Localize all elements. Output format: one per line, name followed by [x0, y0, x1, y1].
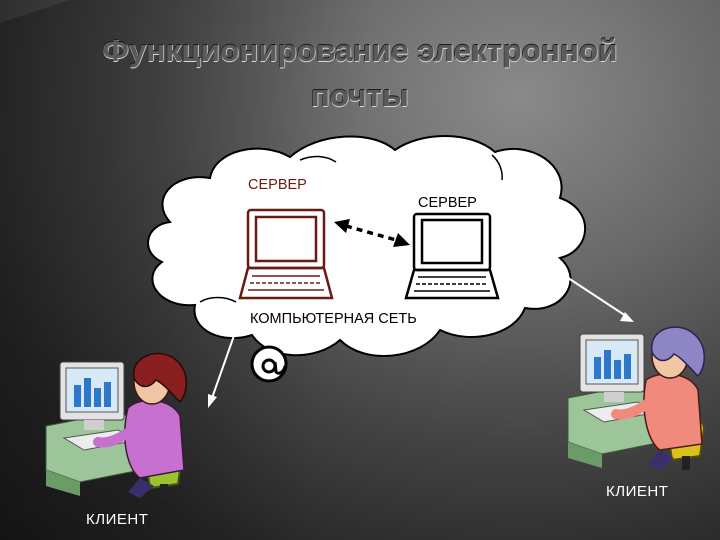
client-right-person-at-computer-icon: [567, 326, 706, 470]
client-left-label: КЛИЕНТ: [86, 511, 149, 528]
client-right-label: КЛИЕНТ: [606, 483, 669, 500]
server-right-computer-icon: [404, 212, 500, 300]
at-sign-icon: [250, 345, 288, 383]
client-left-person-at-computer-icon: [45, 352, 187, 500]
server-right-label: СЕРВЕР: [418, 195, 477, 211]
network-cloud: [147, 135, 587, 357]
network-label: КОМПЬЮТЕРНАЯ СЕТЬ: [250, 311, 417, 327]
client-left-link-arrow: [208, 322, 240, 408]
slide-title-line2: почты: [310, 78, 410, 113]
server-link-arrow: [334, 219, 410, 247]
server-left-computer-icon: [238, 208, 334, 300]
server-left-label: СЕРВЕР: [248, 177, 307, 193]
slide-title-line1: Функционирование электронной: [102, 33, 618, 68]
client-right-link-arrow: [548, 265, 634, 322]
